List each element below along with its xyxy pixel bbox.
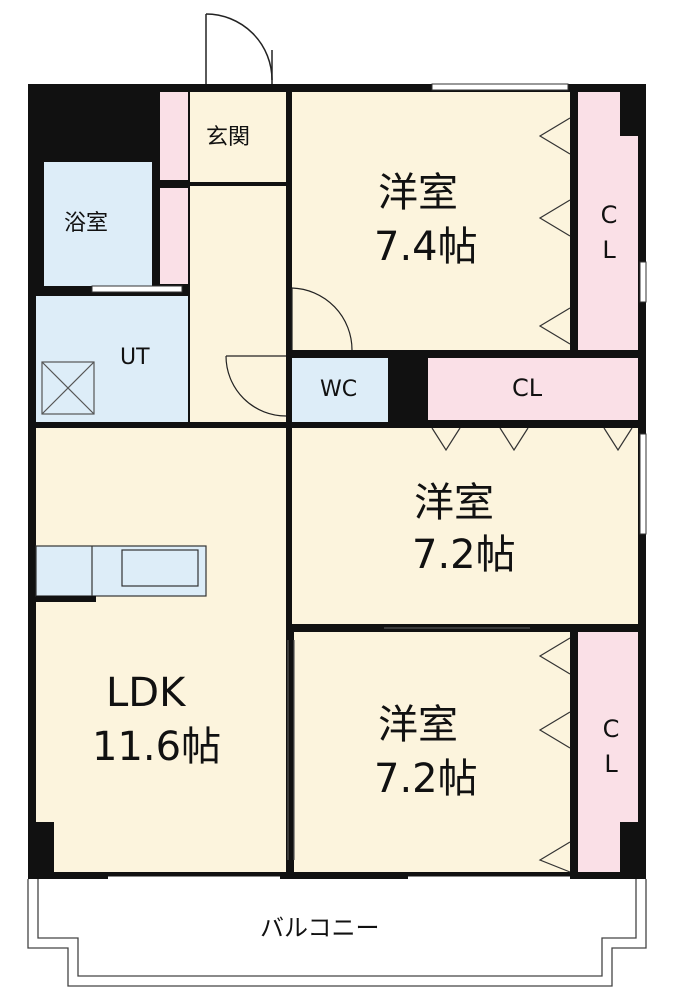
- washer-icon: [41, 361, 95, 415]
- label-bath: 浴室: [64, 211, 109, 236]
- hall-door-icon: [225, 355, 287, 417]
- room-bath: [44, 162, 152, 286]
- label-balcony: バルコニー: [260, 914, 380, 942]
- room-bedroom2: [292, 428, 638, 624]
- hall-storage: [160, 188, 188, 284]
- entry-door-icon: [205, 13, 273, 84]
- balcony: [27, 876, 647, 987]
- label-bedroom1-name: 洋室: [378, 170, 458, 216]
- room-bedroom1: [292, 92, 570, 350]
- label-bedroom1-size: 7.4帖: [374, 224, 478, 270]
- room-ldk: [36, 428, 286, 872]
- bedroom1-door-icon: [291, 287, 353, 351]
- room-wc: [292, 358, 388, 422]
- room-closet-middle: [428, 358, 638, 420]
- label-ldk-name: LDK: [106, 670, 186, 716]
- label-bedroom2-name: 洋室: [414, 480, 494, 526]
- closet-fold-door-icon: [431, 117, 633, 873]
- room-hallway: [190, 186, 286, 422]
- room-genkan: [190, 92, 286, 184]
- label-wc: WC: [320, 377, 358, 402]
- label-utility: UT: [120, 345, 150, 370]
- sliding-door-icon: [287, 627, 530, 860]
- label-bedroom3-name: 洋室: [378, 702, 458, 748]
- kitchen-counter: [35, 545, 207, 602]
- label-closet-middle: CL: [512, 374, 543, 402]
- label-bedroom3-size: 7.2帖: [374, 756, 478, 802]
- label-ldk-size: 11.6帖: [92, 724, 222, 770]
- label-bedroom2-size: 7.2帖: [412, 532, 516, 578]
- room-bedroom3: [294, 632, 570, 872]
- wall-columns: [28, 92, 646, 879]
- label-genkan: 玄関: [206, 125, 251, 150]
- room-utility: [36, 296, 188, 422]
- label-closet-bottom-right: C L: [602, 715, 620, 778]
- label-closet-top-right: C L: [600, 201, 618, 264]
- genkan-shoebox: [160, 92, 188, 180]
